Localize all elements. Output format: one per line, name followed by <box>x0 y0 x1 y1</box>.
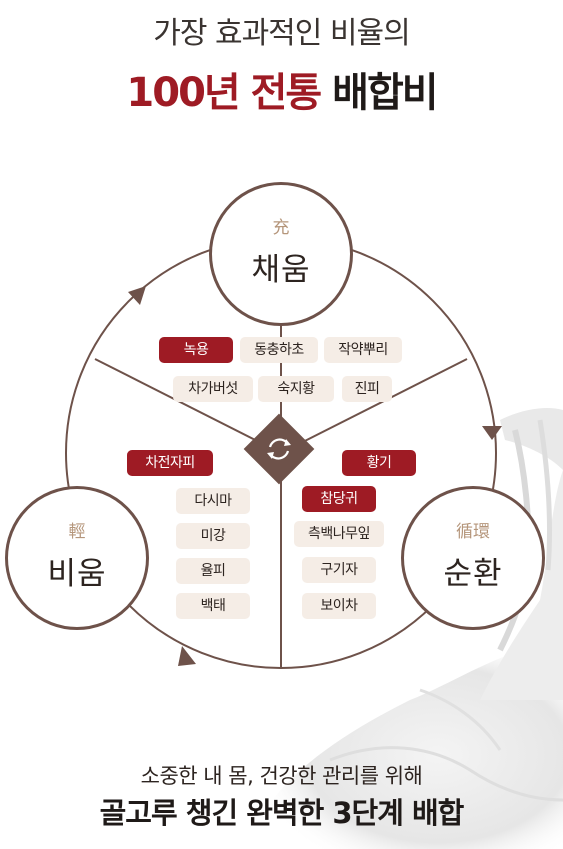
node-fill: 充 채움 <box>209 182 353 326</box>
ingredient-tag: 측백나무잎 <box>294 521 384 547</box>
ingredient-tag: 진피 <box>342 376 392 402</box>
arrow-right-icon <box>482 426 502 440</box>
ingredient-tag: 동충하초 <box>240 337 318 363</box>
ingredient-tag: 참당귀 <box>302 486 376 512</box>
node-fill-name: 채움 <box>251 252 311 288</box>
node-light-hanja: 輕 <box>68 522 86 542</box>
ingredient-tag: 구기자 <box>302 557 376 583</box>
headline-dark-text: 배합비 <box>332 70 438 116</box>
ingredient-tag: 보이차 <box>302 593 376 619</box>
node-light: 輕 비움 <box>5 486 149 630</box>
arrow-top-left-icon <box>128 286 146 305</box>
node-fill-hanja: 充 <box>272 218 290 238</box>
ingredient-tag: 숙지황 <box>258 376 334 402</box>
cycle-refresh-icon <box>267 438 291 460</box>
ingredient-tag: 차전자피 <box>127 450 213 476</box>
divider-right <box>280 358 468 454</box>
ingredient-tag: 다시마 <box>176 488 250 514</box>
node-circulation-hanja: 循環 <box>456 522 490 542</box>
node-light-name: 비움 <box>47 556 107 592</box>
headline-top: 가장 효과적인 비율의 <box>153 16 410 51</box>
footer-title: 골고루 챙긴 완벽한 3단계 배합 <box>99 796 465 830</box>
ingredient-tag: 황기 <box>342 450 416 476</box>
ingredient-tag: 녹용 <box>159 337 233 363</box>
ingredient-tag: 작약뿌리 <box>324 337 402 363</box>
headline-main: 100년 전통 배합비 <box>0 60 563 118</box>
ingredient-tag: 차가버섯 <box>173 376 253 402</box>
divider-left <box>94 358 282 454</box>
ingredient-tag: 미강 <box>176 523 250 549</box>
ingredient-tag: 율피 <box>176 558 250 584</box>
arrow-bottom-left-icon <box>178 646 196 666</box>
node-circulation-name: 순환 <box>443 556 503 592</box>
node-circulation: 循環 순환 <box>401 486 545 630</box>
footer-subtitle: 소중한 내 몸, 건강한 관리를 위해 <box>140 764 423 788</box>
ingredient-tag: 백태 <box>176 593 250 619</box>
headline-red-text: 100년 전통 <box>126 70 322 116</box>
